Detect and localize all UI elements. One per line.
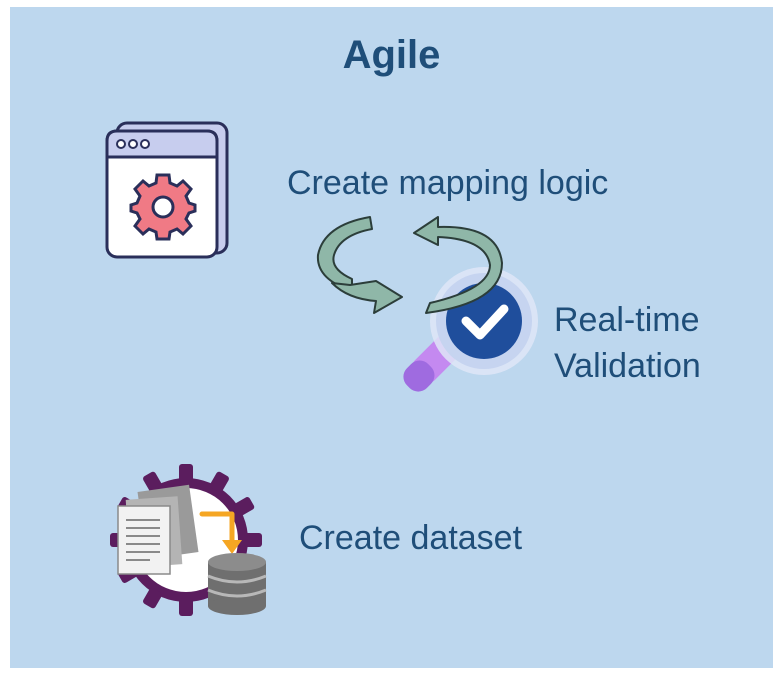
step-real-time-validation-line1: Real-time <box>554 301 700 339</box>
gear-icon <box>129 173 197 241</box>
step-create-dataset: Create dataset <box>299 519 523 557</box>
refresh-cycle-icon <box>316 216 503 314</box>
browser-settings-icon <box>105 121 229 259</box>
step-create-mapping-logic: Create mapping logic <box>287 164 609 202</box>
panel-title: Agile <box>342 33 441 77</box>
dataset-cog-icon <box>110 464 267 616</box>
agile-panel: Agile Create mapping logic <box>10 7 773 668</box>
step-real-time-validation-line2: Validation <box>554 347 701 385</box>
